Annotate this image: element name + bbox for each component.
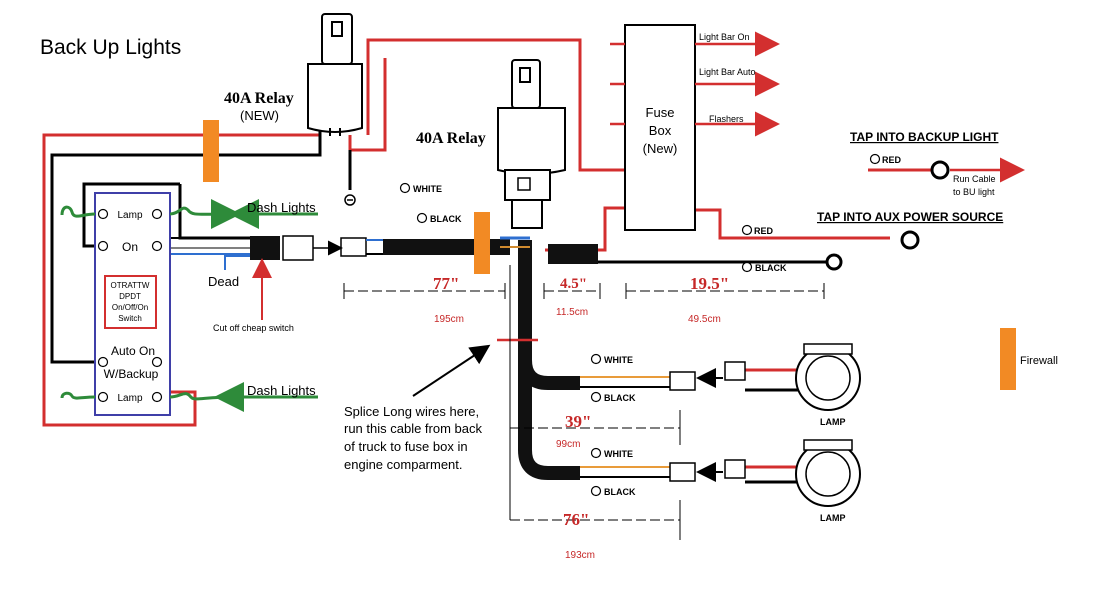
switch-model-box [104,275,157,329]
switch-auto-1: Auto On [111,344,155,358]
lamp1-label: LAMP [820,417,846,427]
relay-main [497,59,566,229]
lamp-pigtails [580,376,670,478]
plus-icon [869,153,881,165]
firewall-legend-swatch [1000,328,1016,390]
dim-195-inch: 19.5" [690,274,729,293]
splice-note-2: run this cable from back [344,421,483,436]
output-light-bar-auto: Light Bar Auto [699,67,756,77]
harness-connectors [170,235,383,270]
firewall-marker [474,212,490,274]
dim-77-inch: 77" [433,274,459,293]
dash-lights-bottom: Dash Lights [247,383,316,398]
minus-icon [416,212,428,224]
switch-model-2: DPDT [119,292,141,301]
tap-backup-note-2: to BU light [953,187,995,197]
lamp1-white: WHITE [604,355,633,365]
splice-note-1: Splice Long wires here, [344,404,479,419]
fuse-box [624,24,696,231]
minus-icon [741,261,753,273]
tap-backup-heading: TAP INTO BACKUP LIGHT [850,130,999,144]
tap-aux-red: RED [754,226,774,236]
dim-76-inch: 76" [563,510,589,529]
harness-black: BLACK [430,214,462,224]
ring-terminal-icon [930,160,950,180]
tap-aux-heading: TAP INTO AUX POWER SOURCE [817,210,1003,224]
lamp-2 [590,439,861,507]
splice-note-4: engine comparment. [344,457,463,472]
firewall-marker [203,120,219,182]
firewall-label: Firewall [1020,355,1058,367]
lamp2-white: WHITE [604,449,633,459]
relay-main-label: 40A Relay [416,130,486,147]
green-wires [60,199,318,412]
dim-195-cm: 49.5cm [688,314,721,325]
ring-terminal-icon [900,230,920,250]
switch-lamp-top: Lamp [117,210,142,221]
dead-label: Dead [208,274,239,289]
harness-white: WHITE [413,184,442,194]
switch-model-1: OTRATTW [111,281,150,290]
fuse-outputs [610,31,1025,183]
dimension-lines [343,265,825,540]
switch-on: On [122,240,138,254]
fuse-box-line3: (New) [643,141,678,156]
cut-off-note: Cut off cheap switch [213,323,294,333]
switch-model-3: On/Off/On [112,303,148,312]
lamp2-black: BLACK [604,487,636,497]
lamp2-label: LAMP [820,513,846,523]
relay-small-note: (NEW) [240,108,279,123]
tap-backup-note-1: Run Cable [953,174,996,184]
dim-45-cm: 11.5cm [556,307,588,318]
dim-76-cm: 193cm [565,550,595,561]
switch-lamp-bottom: Lamp [117,393,142,404]
fuse-box-line2: Box [649,123,672,138]
plus-icon [399,182,411,194]
relay-small [307,13,363,206]
page-title: Back Up Lights [40,36,181,59]
output-flashers: Flashers [709,114,744,124]
relay-small-label: 40A Relay [224,90,294,107]
lamp-1 [590,343,861,411]
tap-backup-wire: RED [882,155,902,165]
ring-terminal-icon [825,253,843,271]
dash-lights-top: Dash Lights [247,200,316,215]
dim-45-inch: 4.5" [560,276,587,292]
plus-icon [741,224,753,236]
output-light-bar-on: Light Bar On [699,32,750,42]
dim-39-cm: 99cm [556,439,580,450]
dim-77-cm: 195cm [434,314,464,325]
dimension-labels: 77" 195cm 4.5" 11.5cm 19.5" 49.5cm 39" 9… [433,274,729,561]
switch-auto-2: W/Backup [104,367,159,381]
switch-model-4: Switch [118,314,142,323]
dim-39-inch: 39" [565,412,591,431]
splice-arrow [412,344,491,397]
switch-terminals [97,208,163,403]
lamp1-black: BLACK [604,393,636,403]
tap-aux-black: BLACK [755,263,787,273]
main-harness [383,236,598,480]
fuse-box-line1: Fuse [646,105,675,120]
splice-note-3: of truck to fuse box in [344,439,468,454]
